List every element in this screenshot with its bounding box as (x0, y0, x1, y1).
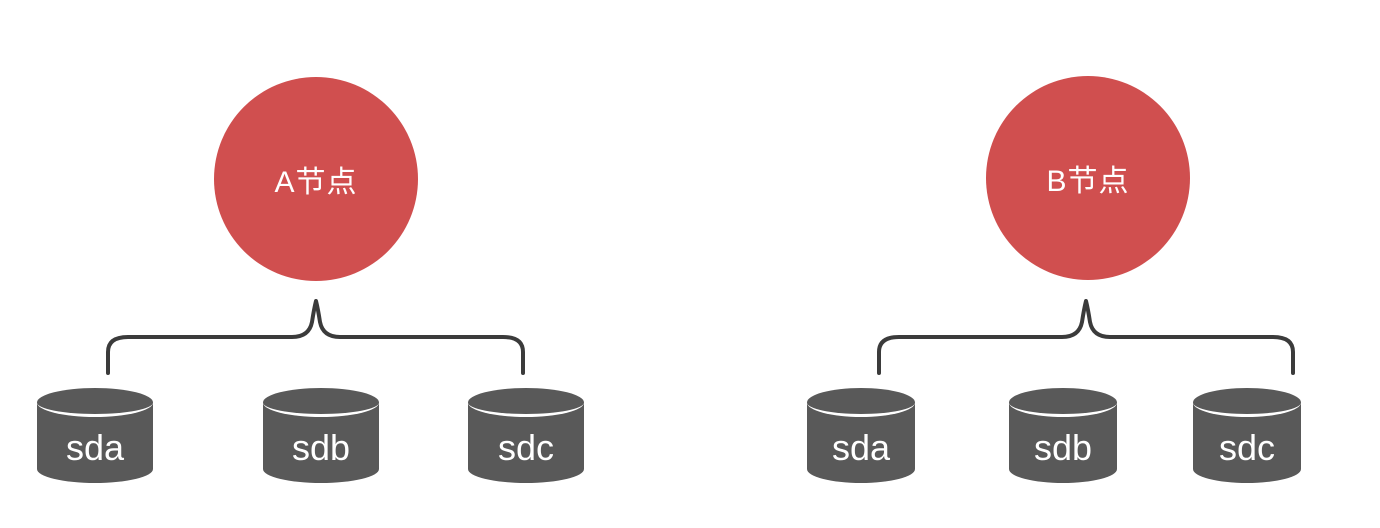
disk-cylinder-body: sda (807, 402, 915, 483)
disk-label: sdb (1033, 426, 1093, 468)
node-a-disk-sda: sda (37, 388, 153, 483)
disk-label: sdb (291, 426, 351, 468)
node-a-circle: A节点 (214, 77, 418, 281)
disk-label: sda (65, 426, 125, 468)
curly-brace-node-b (877, 299, 1295, 375)
disk-cylinder-body: sdb (263, 402, 379, 483)
node-b-circle: B节点 (986, 76, 1190, 280)
node-a-disk-sdb: sdb (263, 388, 379, 483)
disk-cylinder-lid (1193, 388, 1301, 417)
node-a-disk-sdc: sdc (468, 388, 584, 483)
node-b-disk-sdb: sdb (1009, 388, 1117, 483)
disk-cylinder-lid (263, 388, 379, 417)
disk-cylinder-lid (468, 388, 584, 417)
disk-cylinder-lid (1009, 388, 1117, 417)
node-b-disk-sdc: sdc (1193, 388, 1301, 483)
node-b-label: B节点 (1046, 165, 1130, 198)
node-b-disk-sda: sda (807, 388, 915, 483)
disk-label: sdc (1218, 426, 1276, 468)
disk-cylinder-lid (807, 388, 915, 417)
disk-label: sdc (497, 426, 555, 468)
disk-label: sda (831, 426, 891, 468)
curly-brace-node-a (106, 299, 525, 375)
node-a-label: A节点 (274, 166, 358, 199)
disk-cylinder-lid (37, 388, 153, 417)
